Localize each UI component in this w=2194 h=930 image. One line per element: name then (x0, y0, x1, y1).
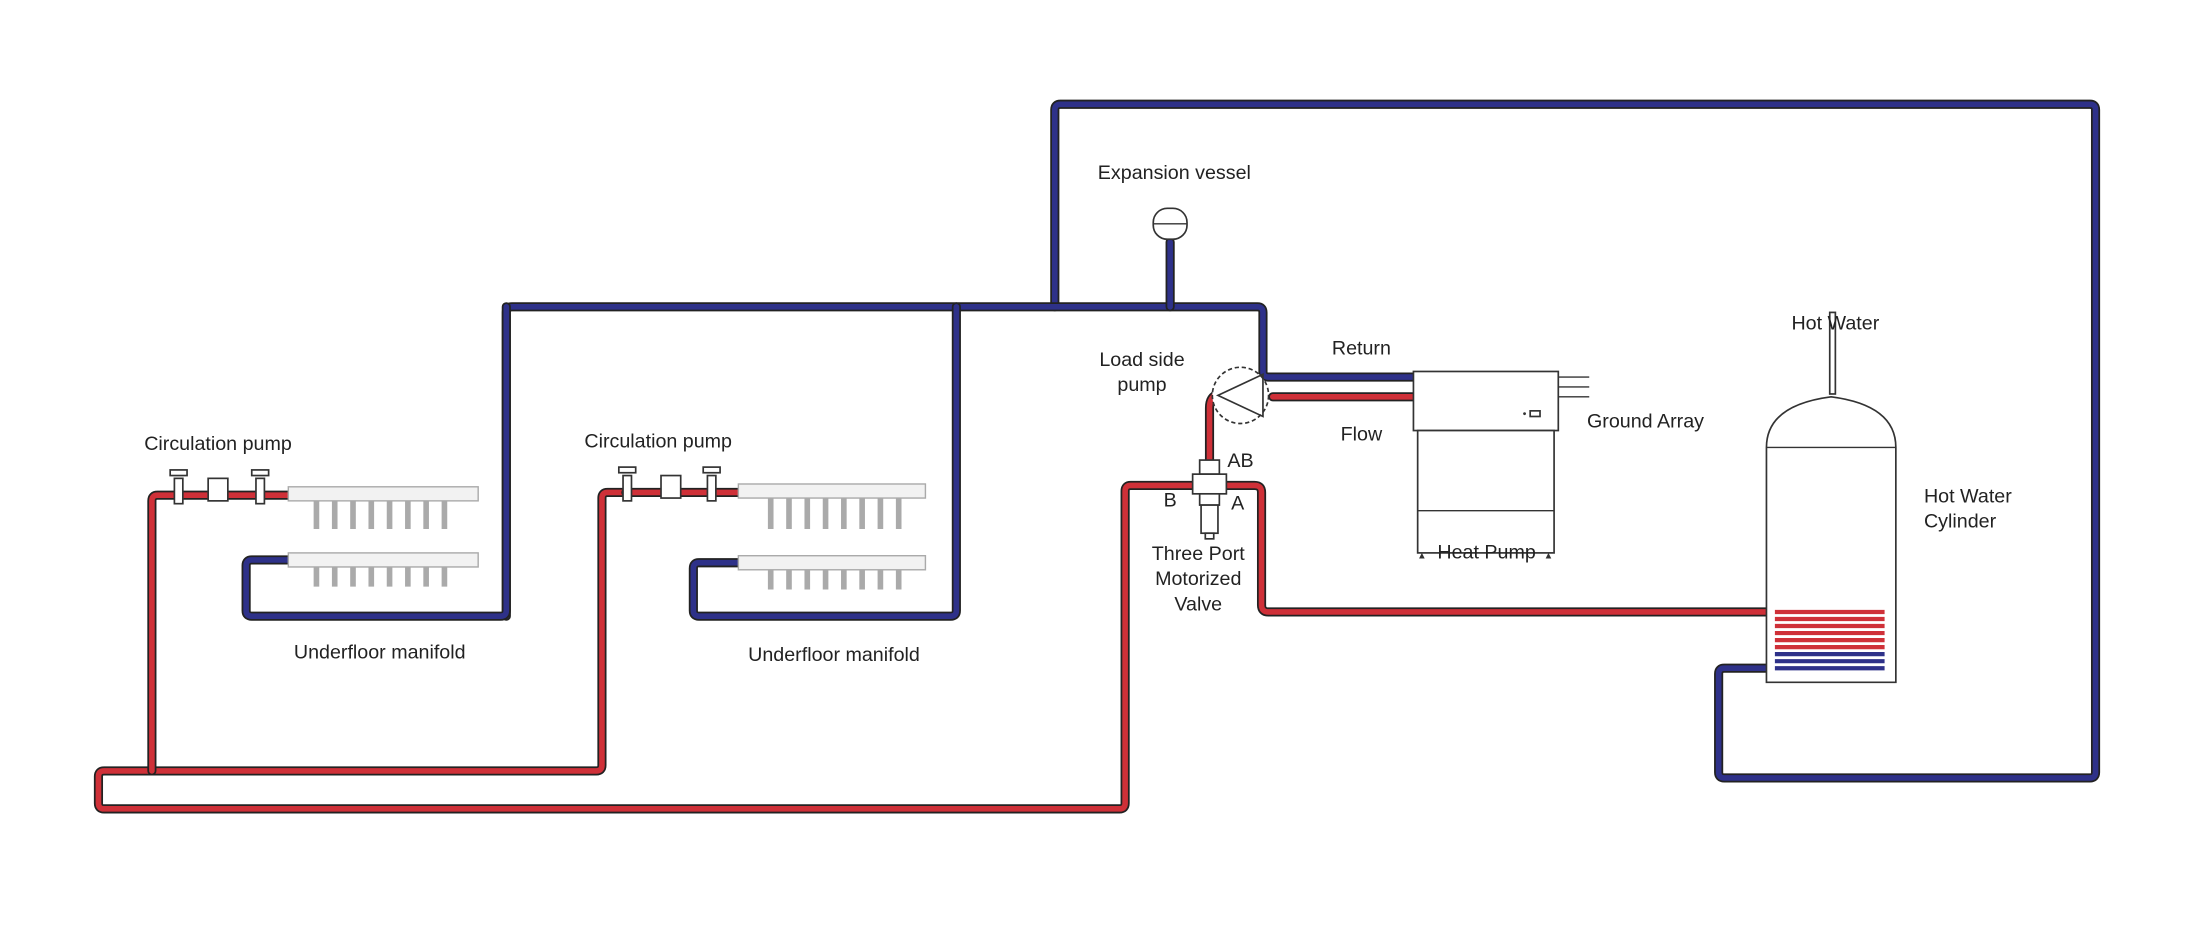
label-underfloor-manifold-1: Underfloor manifold (294, 641, 466, 663)
heat-pump (1412, 370, 1590, 559)
label-load-side-pump-1: Load side (1099, 349, 1184, 371)
label-port-ab: AB (1227, 450, 1253, 472)
return-pipes (241, 99, 2101, 783)
expansion-vessel (1152, 207, 1188, 241)
hot-water-cylinder (1765, 311, 1897, 684)
label-cylinder-1: Hot Water (1924, 485, 2012, 507)
label-flow: Flow (1341, 423, 1383, 445)
label-heat-pump: Heat Pump (1437, 542, 1535, 564)
label-valve-3: Valve (1174, 594, 1222, 616)
label-ground-array: Ground Array (1587, 411, 1704, 433)
circulation-pump-2 (617, 466, 721, 502)
label-cylinder-2: Cylinder (1924, 511, 1997, 533)
label-circulation-pump-1: Circulation pump (144, 433, 292, 455)
label-valve-2: Motorized (1155, 568, 1241, 590)
three-port-motorized-valve (1191, 459, 1228, 540)
label-expansion-vessel: Expansion vessel (1098, 162, 1251, 184)
load-side-pump (1211, 366, 1270, 425)
label-load-side-pump-2: pump (1117, 374, 1166, 396)
underfloor-manifold-1 (287, 486, 479, 587)
circulation-pump-1 (169, 469, 270, 505)
label-circulation-pump-2: Circulation pump (584, 430, 732, 452)
label-port-b: B (1164, 489, 1177, 511)
label-underfloor-manifold-2: Underfloor manifold (748, 644, 920, 666)
label-port-a: A (1231, 492, 1245, 514)
label-return: Return (1332, 338, 1391, 360)
label-hot-water: Hot Water (1791, 312, 1879, 334)
underfloor-manifold-2 (737, 483, 927, 590)
label-valve-1: Three Port (1152, 543, 1245, 565)
cylinder-coil (1774, 609, 1885, 671)
flow-pipes (93, 389, 1780, 814)
